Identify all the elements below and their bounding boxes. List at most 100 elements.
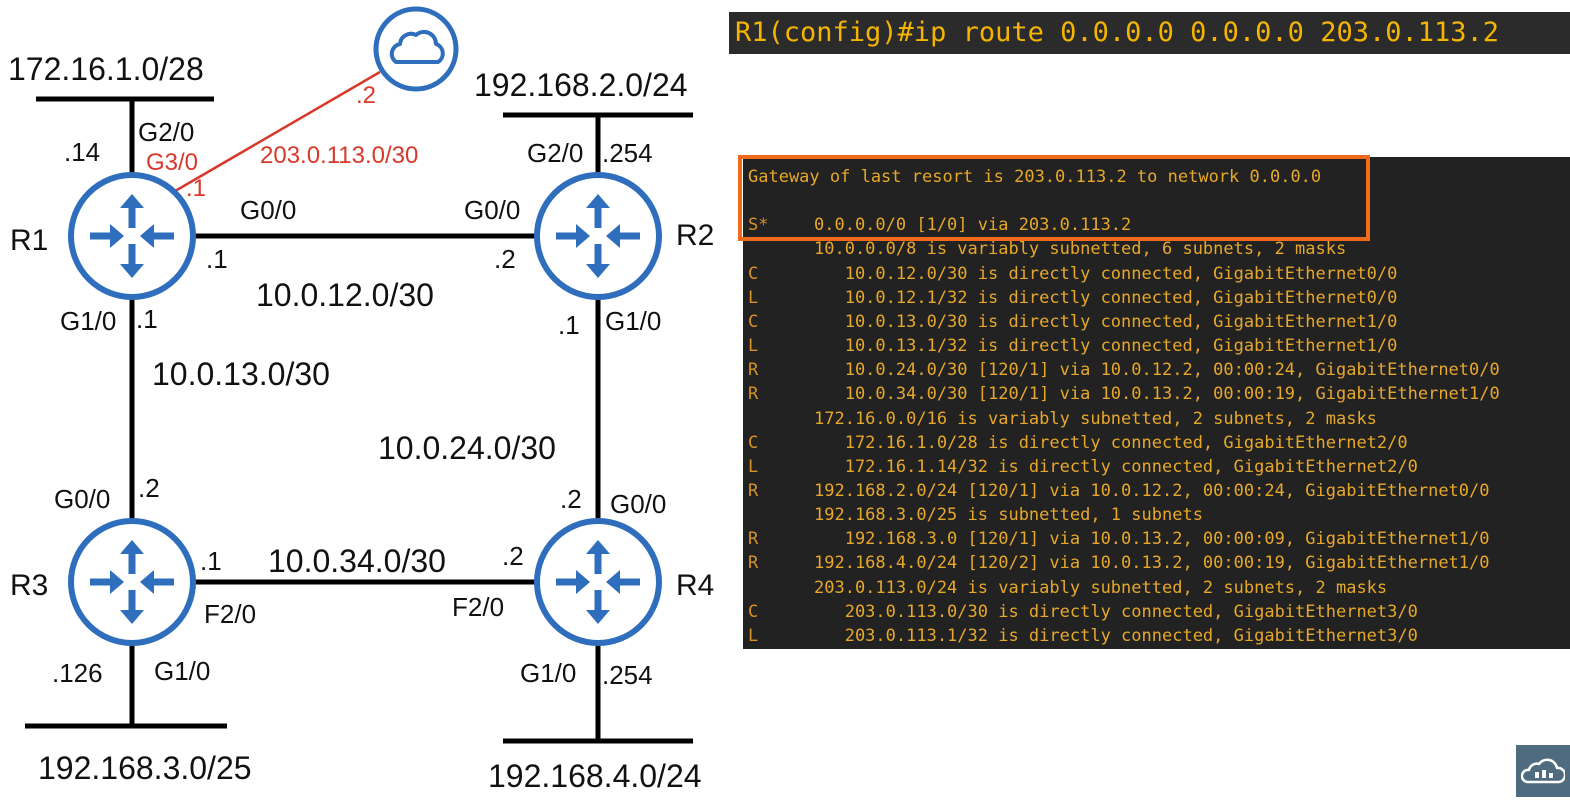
network-label-r1-r3: 10.0.13.0/30 [152, 356, 330, 392]
route-table-line: 10.0.0.0/8 is variably subnetted, 6 subn… [748, 237, 1346, 261]
route-line-text: 203.0.113.0/30 is directly connected, Gi… [814, 601, 1418, 622]
r3-f20-label: F2/0 [204, 599, 256, 629]
route-table-line: L 172.16.1.14/32 is directly connected, … [748, 455, 1418, 479]
default-route-highlight [738, 155, 1370, 241]
cli-command-bar: R1(config)#ip route 0.0.0.0 0.0.0.0 203.… [729, 12, 1570, 54]
route-code: C [748, 263, 759, 284]
route-table-line: R 192.168.2.0/24 [120/1] via 10.0.12.2, 0… [748, 479, 1490, 503]
route-table-line: 192.168.3.0/25 is subnetted, 1 subnets [748, 503, 1203, 527]
route-line-text: 172.16.1.0/28 is directly connected, Gig… [814, 432, 1408, 453]
route-table-line: C 10.0.13.0/30 is directly connected, Gi… [748, 310, 1397, 334]
route-code: C [748, 432, 759, 453]
r1-link12-ip-label: .1 [206, 244, 228, 274]
router-r3-icon [68, 518, 196, 646]
route-line-text: 192.168.3.0 [120/1] via 10.0.13.2, 00:00… [814, 529, 1490, 550]
network-label-r1-lan: 172.16.1.0/28 [8, 51, 204, 87]
router-r3-label: R3 [10, 569, 48, 602]
r1-link13-ip-label: .1 [136, 304, 158, 334]
route-code: C [748, 311, 759, 332]
route-table-line: 203.0.113.0/24 is variably subnetted, 2 … [748, 576, 1387, 600]
route-table-line: S* 0.0.0.0/0 [1/0] via 203.0.113.2 [748, 213, 1131, 237]
network-label-r3-r4: 10.0.34.0/30 [268, 543, 446, 579]
route-line-text: 10.0.12.0/30 is directly connected, Giga… [814, 263, 1398, 284]
route-line-text: 10.0.13.1/32 is directly connected, Giga… [814, 336, 1398, 357]
route-code: S* [748, 215, 769, 236]
route-table-line: R 10.0.34.0/30 [120/1] via 10.0.13.2, 00… [748, 382, 1500, 406]
brand-logo-icon [1516, 745, 1570, 797]
r1-g20-label: G2/0 [138, 117, 194, 147]
route-table-line: Gateway of last resort is 203.0.113.2 to… [748, 165, 1321, 189]
r1-g30-label: G3/0 [146, 149, 198, 176]
route-code: L [748, 625, 759, 646]
link-r1-internet [169, 70, 381, 196]
r3-link34-ip-label: .1 [200, 546, 222, 576]
r3-link13-ip-label: .2 [138, 473, 160, 503]
router-r4-icon [534, 518, 662, 646]
route-table-line: L 203.0.113.1/32 is directly connected, … [748, 624, 1418, 648]
network-label-r4-lan: 192.168.4.0/24 [488, 758, 702, 794]
route-line-text: 172.16.1.14/32 is directly connected, Gi… [814, 456, 1418, 477]
r4-f20-label: F2/0 [452, 592, 504, 622]
route-table-line: R 10.0.24.0/30 [120/1] via 10.0.12.2, 00… [748, 358, 1500, 382]
router-r2-icon [534, 172, 662, 300]
r2-g00-label: G0/0 [464, 195, 520, 225]
route-table-line: R 192.168.3.0 [120/1] via 10.0.13.2, 00:… [748, 527, 1490, 551]
route-line-text: 10.0.13.0/30 is directly connected, Giga… [814, 311, 1398, 332]
r2-lan-ip-label: .254 [602, 138, 653, 168]
cloud-ip-label: .2 [356, 82, 376, 109]
r4-g00-label: G0/0 [610, 489, 666, 519]
route-line-text: 203.0.113.0/24 is variably subnetted, 2 … [814, 577, 1388, 598]
route-code: C [748, 601, 759, 622]
route-line-text: 10.0.34.0/30 [120/1] via 10.0.13.2, 00:0… [814, 384, 1500, 405]
network-label-internet: 203.0.113.0/30 [260, 142, 418, 169]
network-topology-diagram: R1 R2 R3 R4 172.16.1.0/28 192.168.2.0/24… [8, 6, 714, 794]
route-line-text: 192.168.4.0/24 [120/2] via 10.0.13.2, 00… [814, 553, 1490, 574]
r4-link24-ip-label: .2 [560, 484, 582, 514]
route-table-line: C 172.16.1.0/28 is directly connected, G… [748, 431, 1408, 455]
r2-link24-ip-label: .1 [558, 310, 580, 340]
r1-internet-ip-label: .1 [186, 175, 206, 202]
network-label-r2-r4: 10.0.24.0/30 [378, 430, 556, 466]
route-line-text: 192.168.3.0/25 is subnetted, 1 subnets [814, 505, 1203, 526]
route-code: R [748, 384, 759, 405]
route-code: L [748, 336, 759, 357]
r3-g00-label: G0/0 [54, 484, 110, 514]
route-line-text: 203.0.113.1/32 is directly connected, Gi… [814, 625, 1418, 646]
r3-g10-label: G1/0 [154, 656, 210, 686]
route-line-text: 0.0.0.0/0 [1/0] via 203.0.113.2 [814, 215, 1132, 236]
route-line-text: 10.0.24.0/30 [120/1] via 10.0.12.2, 00:0… [814, 360, 1500, 381]
route-table-line: 172.16.0.0/16 is variably subnetted, 2 s… [748, 407, 1377, 431]
route-table-line: C 203.0.113.0/30 is directly connected, … [748, 600, 1418, 624]
router-r1-label: R1 [10, 224, 48, 257]
route-code: L [748, 456, 759, 477]
route-code: R [748, 480, 759, 501]
route-line-text: 172.16.0.0/16 is variably subnetted, 2 s… [814, 408, 1377, 429]
route-code: R [748, 529, 759, 550]
route-line-text: 10.0.12.1/32 is directly connected, Giga… [814, 287, 1398, 308]
r4-g10-label: G1/0 [520, 658, 576, 688]
internet-cloud-icon [373, 6, 459, 92]
r2-g10-label: G1/0 [605, 306, 661, 336]
r3-lan-ip-label: .126 [52, 658, 103, 688]
network-label-r3-lan: 192.168.3.0/25 [38, 750, 252, 786]
route-line-text: 192.168.2.0/24 [120/1] via 10.0.12.2, 00… [814, 480, 1490, 501]
r4-link34-ip-label: .2 [502, 541, 524, 571]
r2-link12-ip-label: .2 [494, 244, 516, 274]
r2-g20-label: G2/0 [527, 138, 583, 168]
network-label-r2-lan: 192.168.2.0/24 [474, 67, 688, 103]
route-table-line: R 192.168.4.0/24 [120/2] via 10.0.13.2, 0… [748, 551, 1490, 575]
router-r1-icon [68, 172, 196, 300]
route-code: L [748, 287, 759, 308]
route-table-line: L 10.0.12.1/32 is directly connected, Gi… [748, 286, 1397, 310]
route-code: R [748, 360, 759, 381]
router-r4-label: R4 [676, 569, 714, 602]
route-line-text: 10.0.0.0/8 is variably subnetted, 6 subn… [814, 239, 1347, 260]
r1-lan-ip-label: .14 [64, 137, 100, 167]
route-line-text: Gateway of last resort is 203.0.113.2 to… [748, 167, 1322, 187]
r1-g10-label: G1/0 [60, 306, 116, 336]
r1-g00-label: G0/0 [240, 195, 296, 225]
route-table-line: L 10.0.13.1/32 is directly connected, Gi… [748, 334, 1397, 358]
route-table-line: C 10.0.12.0/30 is directly connected, Gi… [748, 262, 1397, 286]
network-label-r1-r2: 10.0.12.0/30 [256, 277, 434, 313]
route-code: R [748, 553, 759, 574]
